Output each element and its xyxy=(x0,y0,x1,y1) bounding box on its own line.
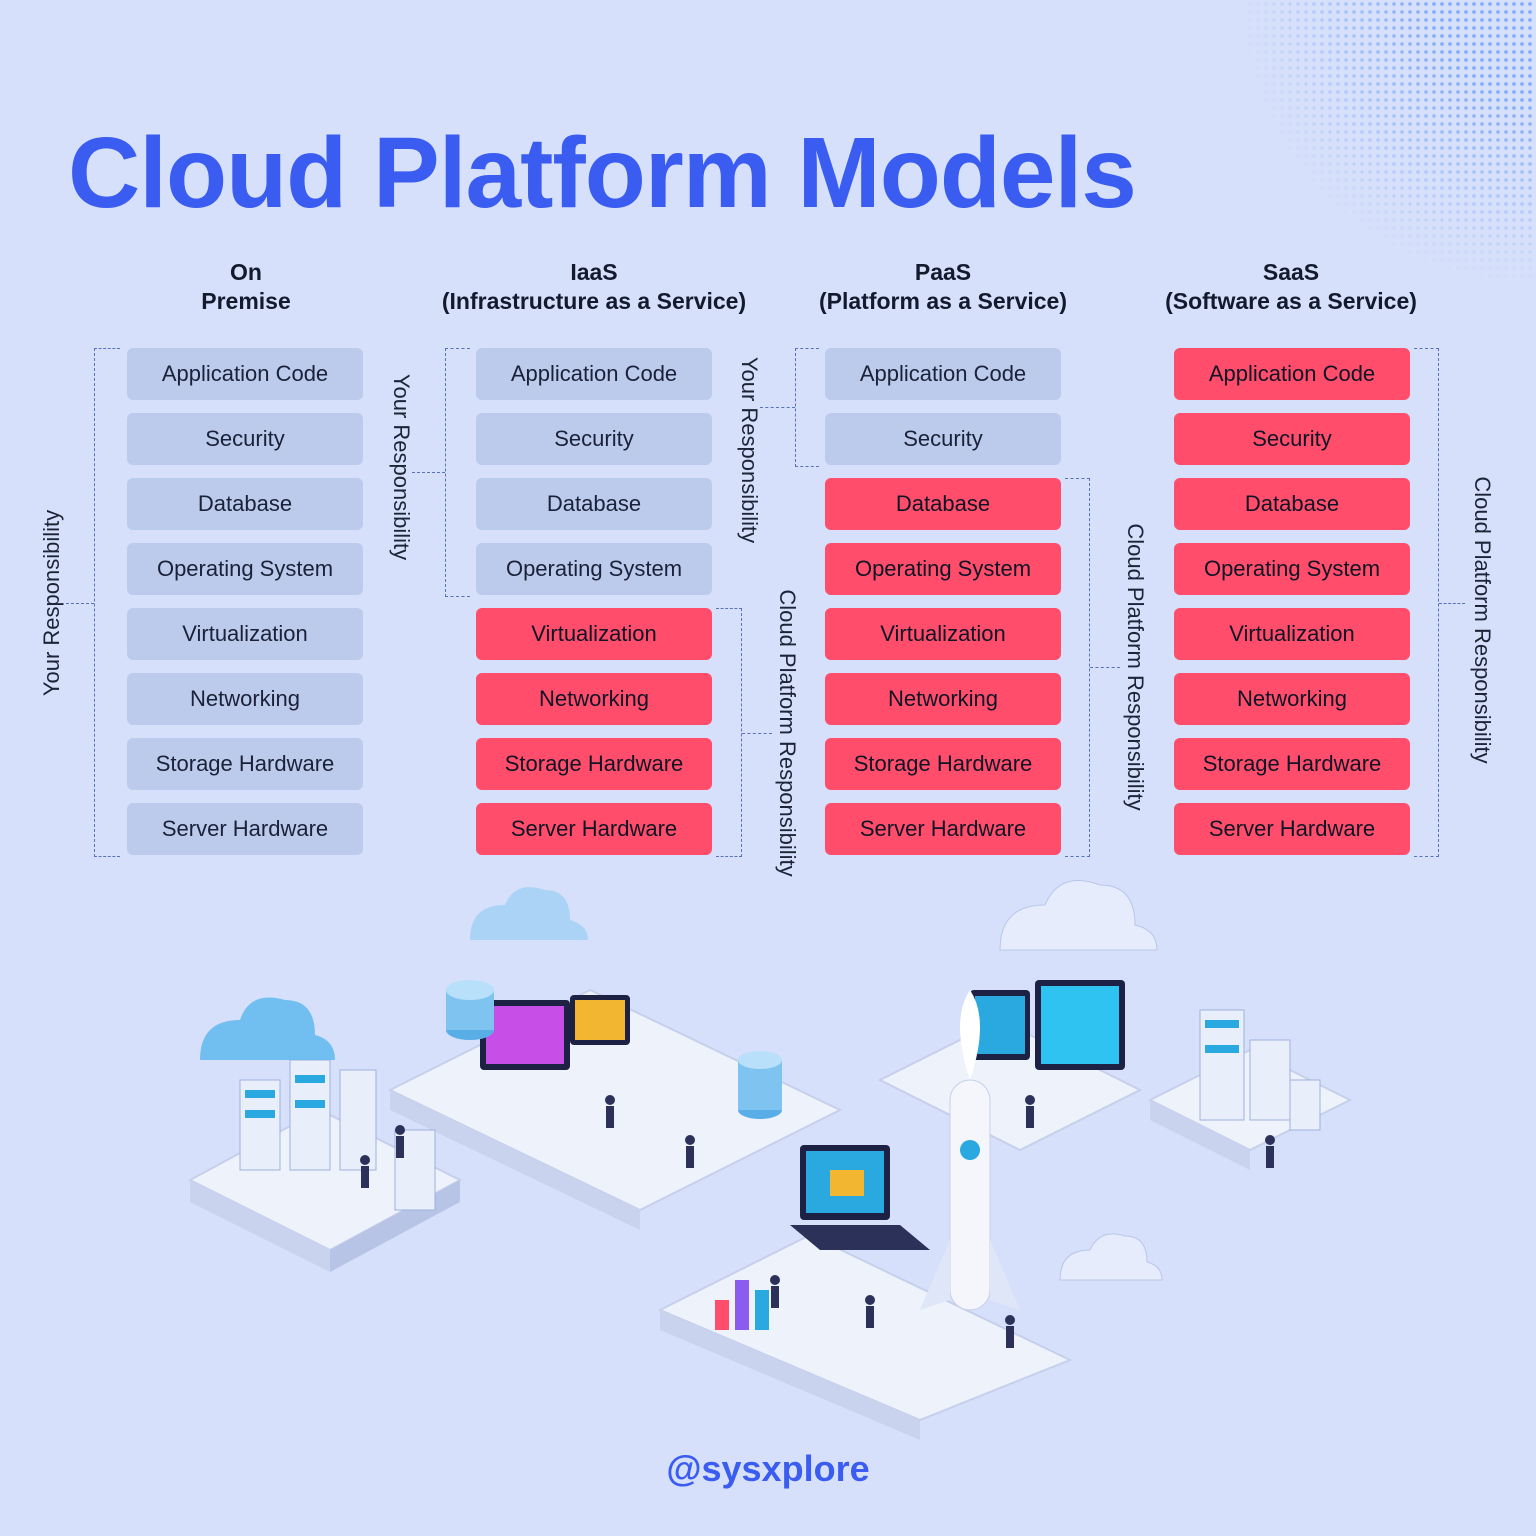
stack-layer-operating-system: Operating System xyxy=(825,543,1061,595)
stack-layer-security: Security xyxy=(1174,413,1410,465)
bracket-tick xyxy=(66,603,94,604)
stack-layer-application-code: Application Code xyxy=(127,348,363,400)
monitors-right xyxy=(970,980,1125,1070)
stack-layer-virtualization: Virtualization xyxy=(1174,608,1410,660)
server-racks-right xyxy=(1199,1009,1321,1131)
stack-layer-database: Database xyxy=(127,478,363,530)
bracket-iaas-cloud xyxy=(716,608,742,857)
cloud-icon xyxy=(200,997,335,1060)
stack-layer-storage-hardware: Storage Hardware xyxy=(127,738,363,790)
people-figures xyxy=(360,1095,1275,1348)
author-handle: @sysxplore xyxy=(666,1448,870,1489)
column-header-saas: SaaS (Software as a Service) xyxy=(1111,258,1471,316)
bracket-iaas-your xyxy=(445,348,470,597)
stack-layer-networking: Networking xyxy=(1174,673,1410,725)
bracket-tick xyxy=(1439,603,1465,604)
stack-layer-server-hardware: Server Hardware xyxy=(127,803,363,855)
dot-pattern-decoration xyxy=(1246,0,1536,280)
stack-layer-operating-system: Operating System xyxy=(1174,543,1410,595)
column-header-subline: (Infrastructure as a Service) xyxy=(441,288,747,314)
stack-layer-server-hardware: Server Hardware xyxy=(476,803,712,855)
laptop-bottom xyxy=(790,1145,930,1250)
column-header-line: On xyxy=(230,259,262,285)
column-header-on-premise: On Premise xyxy=(66,258,426,316)
isometric-datacenter-illustration xyxy=(187,880,1353,1440)
stack-layer-networking: Networking xyxy=(825,673,1061,725)
bracket-tick xyxy=(412,472,445,473)
column-header-iaas: IaaS (Infrastructure as a Service) xyxy=(414,258,774,316)
server-racks-left xyxy=(239,1059,436,1211)
label-cloud-responsibility-saas: Cloud Platform Responsibility xyxy=(1470,476,1495,764)
stack-layer-server-hardware: Server Hardware xyxy=(1174,803,1410,855)
stack-layer-application-code: Application Code xyxy=(1174,348,1410,400)
stack-layer-networking: Networking xyxy=(127,673,363,725)
label-your-responsibility-paas: Your Responsibility xyxy=(737,356,762,544)
label-your-responsibility-iaas: Your Responsibility xyxy=(389,373,414,561)
bracket-tick xyxy=(742,733,772,734)
bracket-tick xyxy=(1090,667,1120,668)
stack-layer-virtualization: Virtualization xyxy=(825,608,1061,660)
label-cloud-responsibility-iaas: Cloud Platform Responsibility xyxy=(775,589,800,877)
column-header-line: IaaS xyxy=(570,259,618,285)
stack-layer-application-code: Application Code xyxy=(825,348,1061,400)
stack-layer-application-code: Application Code xyxy=(476,348,712,400)
stack-layer-networking: Networking xyxy=(476,673,712,725)
stack-layer-database: Database xyxy=(825,478,1061,530)
cloud-icon xyxy=(999,880,1158,951)
stack-layer-operating-system: Operating System xyxy=(476,543,712,595)
stack-layer-virtualization: Virtualization xyxy=(476,608,712,660)
cloud-icon xyxy=(1059,1233,1163,1281)
chart-bars-decoration xyxy=(715,1280,769,1330)
column-header-subline: (Platform as a Service) xyxy=(818,288,1067,314)
column-header-subline: (Software as a Service) xyxy=(1165,288,1417,314)
stack-layer-storage-hardware: Storage Hardware xyxy=(825,738,1061,790)
stack-layer-storage-hardware: Storage Hardware xyxy=(476,738,712,790)
stack-layer-database: Database xyxy=(476,478,712,530)
rocket-icon xyxy=(920,990,1020,1311)
monitors-center xyxy=(446,980,782,1119)
column-header-line: SaaS xyxy=(1262,259,1320,285)
page-title: Cloud Platform Models xyxy=(68,117,1137,229)
stack-layer-operating-system: Operating System xyxy=(127,543,363,595)
stack-layer-security: Security xyxy=(476,413,712,465)
stack-layer-database: Database xyxy=(1174,478,1410,530)
stack-layer-virtualization: Virtualization xyxy=(127,608,363,660)
label-your-responsibility-on-premise: Your Responsibility xyxy=(39,509,64,697)
bracket-tick xyxy=(760,407,795,408)
column-header-line: PaaS xyxy=(914,259,972,285)
stack-layer-security: Security xyxy=(127,413,363,465)
stack-layer-storage-hardware: Storage Hardware xyxy=(1174,738,1410,790)
column-header-paas: PaaS (Platform as a Service) xyxy=(763,258,1123,316)
bracket-saas-cloud xyxy=(1414,348,1439,857)
column-header-subline: Premise xyxy=(201,288,291,314)
label-cloud-responsibility-paas: Cloud Platform Responsibility xyxy=(1123,523,1148,811)
stack-layer-security: Security xyxy=(825,413,1061,465)
bracket-paas-cloud xyxy=(1065,478,1090,857)
cloud-icon xyxy=(470,887,588,940)
bracket-on-premise-your xyxy=(94,348,120,857)
bracket-paas-your xyxy=(795,348,819,467)
stack-layer-server-hardware: Server Hardware xyxy=(825,803,1061,855)
